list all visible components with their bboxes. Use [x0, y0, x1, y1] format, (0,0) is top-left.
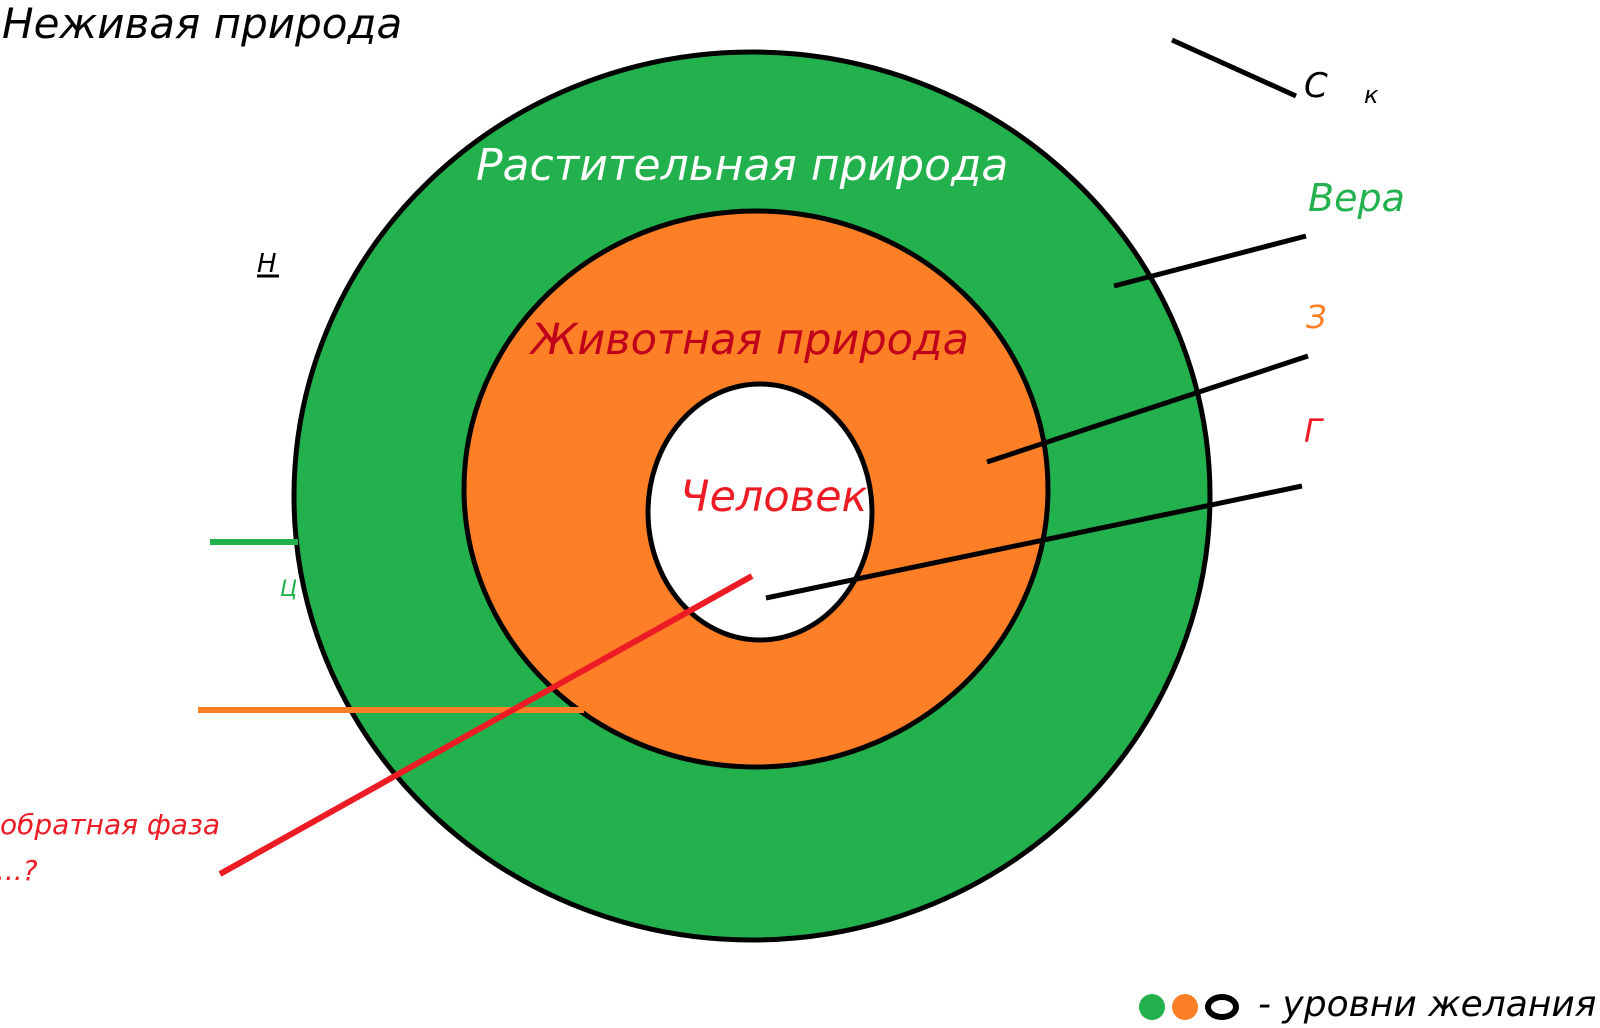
legend-label: - уровни желания	[1258, 984, 1596, 1025]
pointer-line-faith	[1113, 233, 1307, 289]
inanimate-label: Неживая природа	[2, 0, 402, 48]
legend-white-ring	[1205, 994, 1239, 1020]
faith-label: Вера	[1308, 176, 1405, 220]
pointer-line-human	[765, 483, 1303, 601]
legend-orange-dot	[1172, 994, 1198, 1020]
fragment-black-top2: к	[1364, 81, 1379, 109]
fragment-green-left: Ц	[280, 577, 297, 602]
fragment-red-right: Г	[1304, 412, 1324, 450]
reverse-phase-label: обратная фаза	[0, 808, 220, 841]
fragment-black-left: Н	[257, 249, 277, 279]
fragment-orange-right: З	[1306, 298, 1327, 336]
animal-label: Животная природа	[528, 315, 969, 365]
legend-green-dot	[1139, 994, 1165, 1020]
human-label: Человек	[680, 472, 868, 522]
pointer-line-top	[1170, 37, 1298, 99]
red-pointer-line	[218, 573, 754, 877]
pointer-line-animal	[986, 353, 1309, 465]
human-core	[645, 381, 875, 643]
reverse-question-label: ...?	[0, 854, 38, 887]
vegetative-label: Растительная природа	[476, 140, 1008, 191]
fragment-black-top: С	[1304, 66, 1328, 106]
